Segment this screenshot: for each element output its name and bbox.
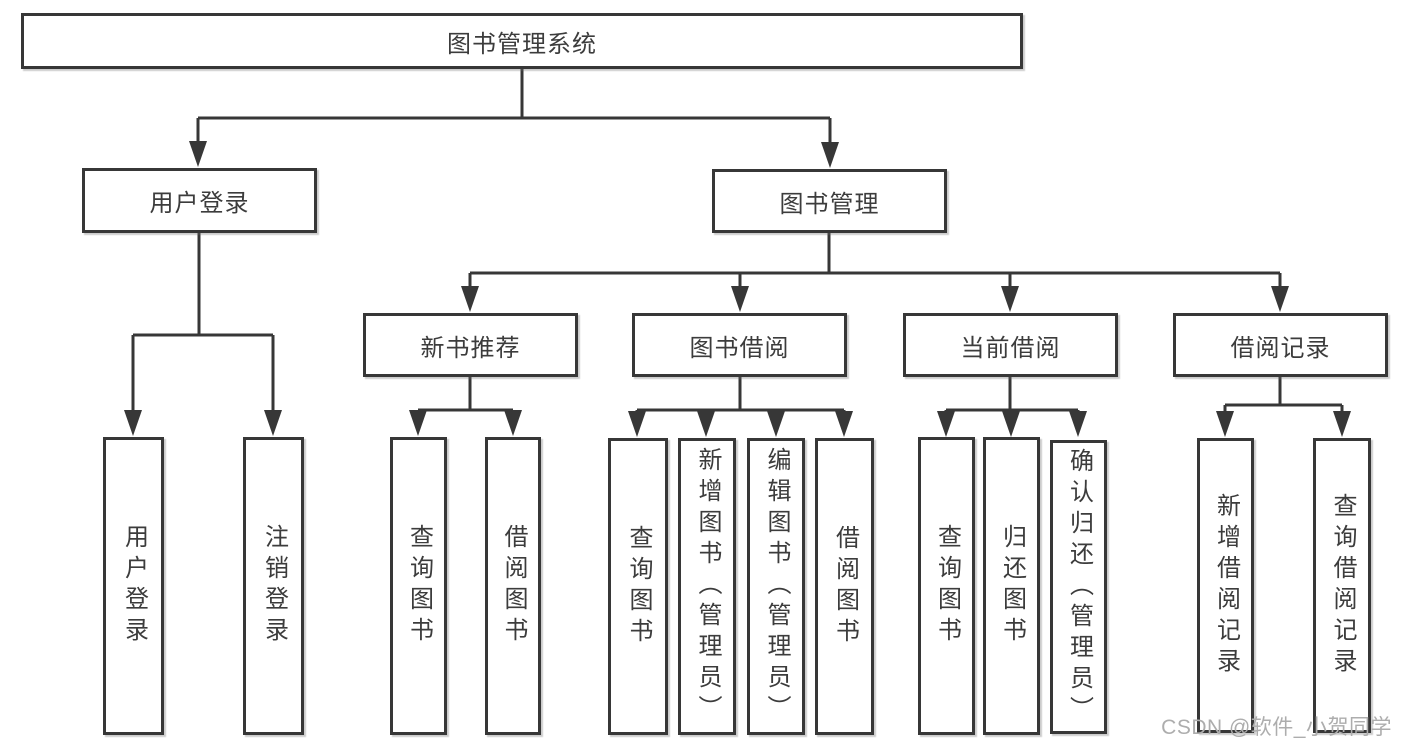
leaf-borrow-books-recommend-label: 借阅图书 <box>500 524 527 648</box>
node-borrowing-records: 借阅记录 <box>1173 313 1388 377</box>
leaf-add-borrow-record-label: 新增借阅记录 <box>1212 492 1240 679</box>
leaf-query-books-borrowing: 查询图书 <box>608 438 668 735</box>
leaf-add-books-admin: 新增图书（管理员） <box>678 438 736 735</box>
node-current-borrowing-label: 当前借阅 <box>960 334 1061 362</box>
leaf-logout-login-label: 注销登录 <box>260 524 288 648</box>
leaf-borrow-books-borrowing-label: 借阅图书 <box>831 524 859 649</box>
leaf-confirm-return-admin: 确认归还（管理员） <box>1050 440 1107 734</box>
leaf-query-books-recommend: 查询图书 <box>390 437 447 735</box>
node-current-borrowing: 当前借阅 <box>903 313 1118 377</box>
node-new-book-recommendation-label: 新书推荐 <box>420 334 521 362</box>
connector-currentborrow-to-leaves <box>946 377 1078 412</box>
connector-userlogin-to-leaves <box>133 233 273 337</box>
connector-borrowrecord-to-leaves <box>1225 377 1342 407</box>
node-book-borrowing: 图书借阅 <box>632 313 847 377</box>
leaf-query-books-current: 查询图书 <box>918 437 975 735</box>
node-new-book-recommendation: 新书推荐 <box>363 313 578 377</box>
connector-bookmgmt-to-level2 <box>470 233 1280 275</box>
node-borrowing-records-label: 借阅记录 <box>1230 334 1331 362</box>
leaf-borrow-books-recommend: 借阅图书 <box>485 437 541 735</box>
leaf-confirm-return-admin-label: 确认归还（管理员） <box>1065 447 1093 727</box>
connector-newbook-to-leaves <box>418 377 513 412</box>
connector-bookborrow-to-leaves <box>637 377 844 412</box>
leaf-query-books-borrowing-label: 查询图书 <box>625 524 652 649</box>
leaf-query-books-current-label: 查询图书 <box>933 524 961 648</box>
leaf-query-borrow-record: 查询借阅记录 <box>1313 438 1371 733</box>
leaf-user-login-label: 用户登录 <box>120 524 148 648</box>
leaf-edit-books-admin: 编辑图书（管理员） <box>747 438 805 735</box>
leaf-add-borrow-record: 新增借阅记录 <box>1197 438 1254 733</box>
leaf-edit-books-admin-label: 编辑图书（管理员） <box>763 447 790 726</box>
node-root: 图书管理系统 <box>21 13 1023 69</box>
csdn-watermark: CSDN @软件_小贺同学 <box>1161 716 1392 739</box>
connector-root-to-level1 <box>198 68 830 120</box>
node-book-management-label: 图书管理 <box>779 190 880 218</box>
leaf-query-borrow-record-label: 查询借阅记录 <box>1329 492 1356 679</box>
node-book-borrowing-label: 图书借阅 <box>689 334 790 362</box>
node-user-login: 用户登录 <box>82 168 317 233</box>
leaf-borrow-books-borrowing: 借阅图书 <box>815 438 874 735</box>
leaf-query-books-recommend-label: 查询图书 <box>405 524 433 648</box>
arrowheads <box>124 118 1351 437</box>
leaf-return-books: 归还图书 <box>983 437 1040 735</box>
node-book-management: 图书管理 <box>712 169 947 233</box>
leaf-logout-login: 注销登录 <box>243 437 304 735</box>
leaf-user-login: 用户登录 <box>103 437 164 735</box>
leaf-add-books-admin-label: 新增图书（管理员） <box>694 447 721 726</box>
leaf-return-books-label: 归还图书 <box>998 524 1026 648</box>
node-root-label: 图书管理系统 <box>447 30 597 58</box>
node-user-login-label: 用户登录 <box>149 190 250 217</box>
